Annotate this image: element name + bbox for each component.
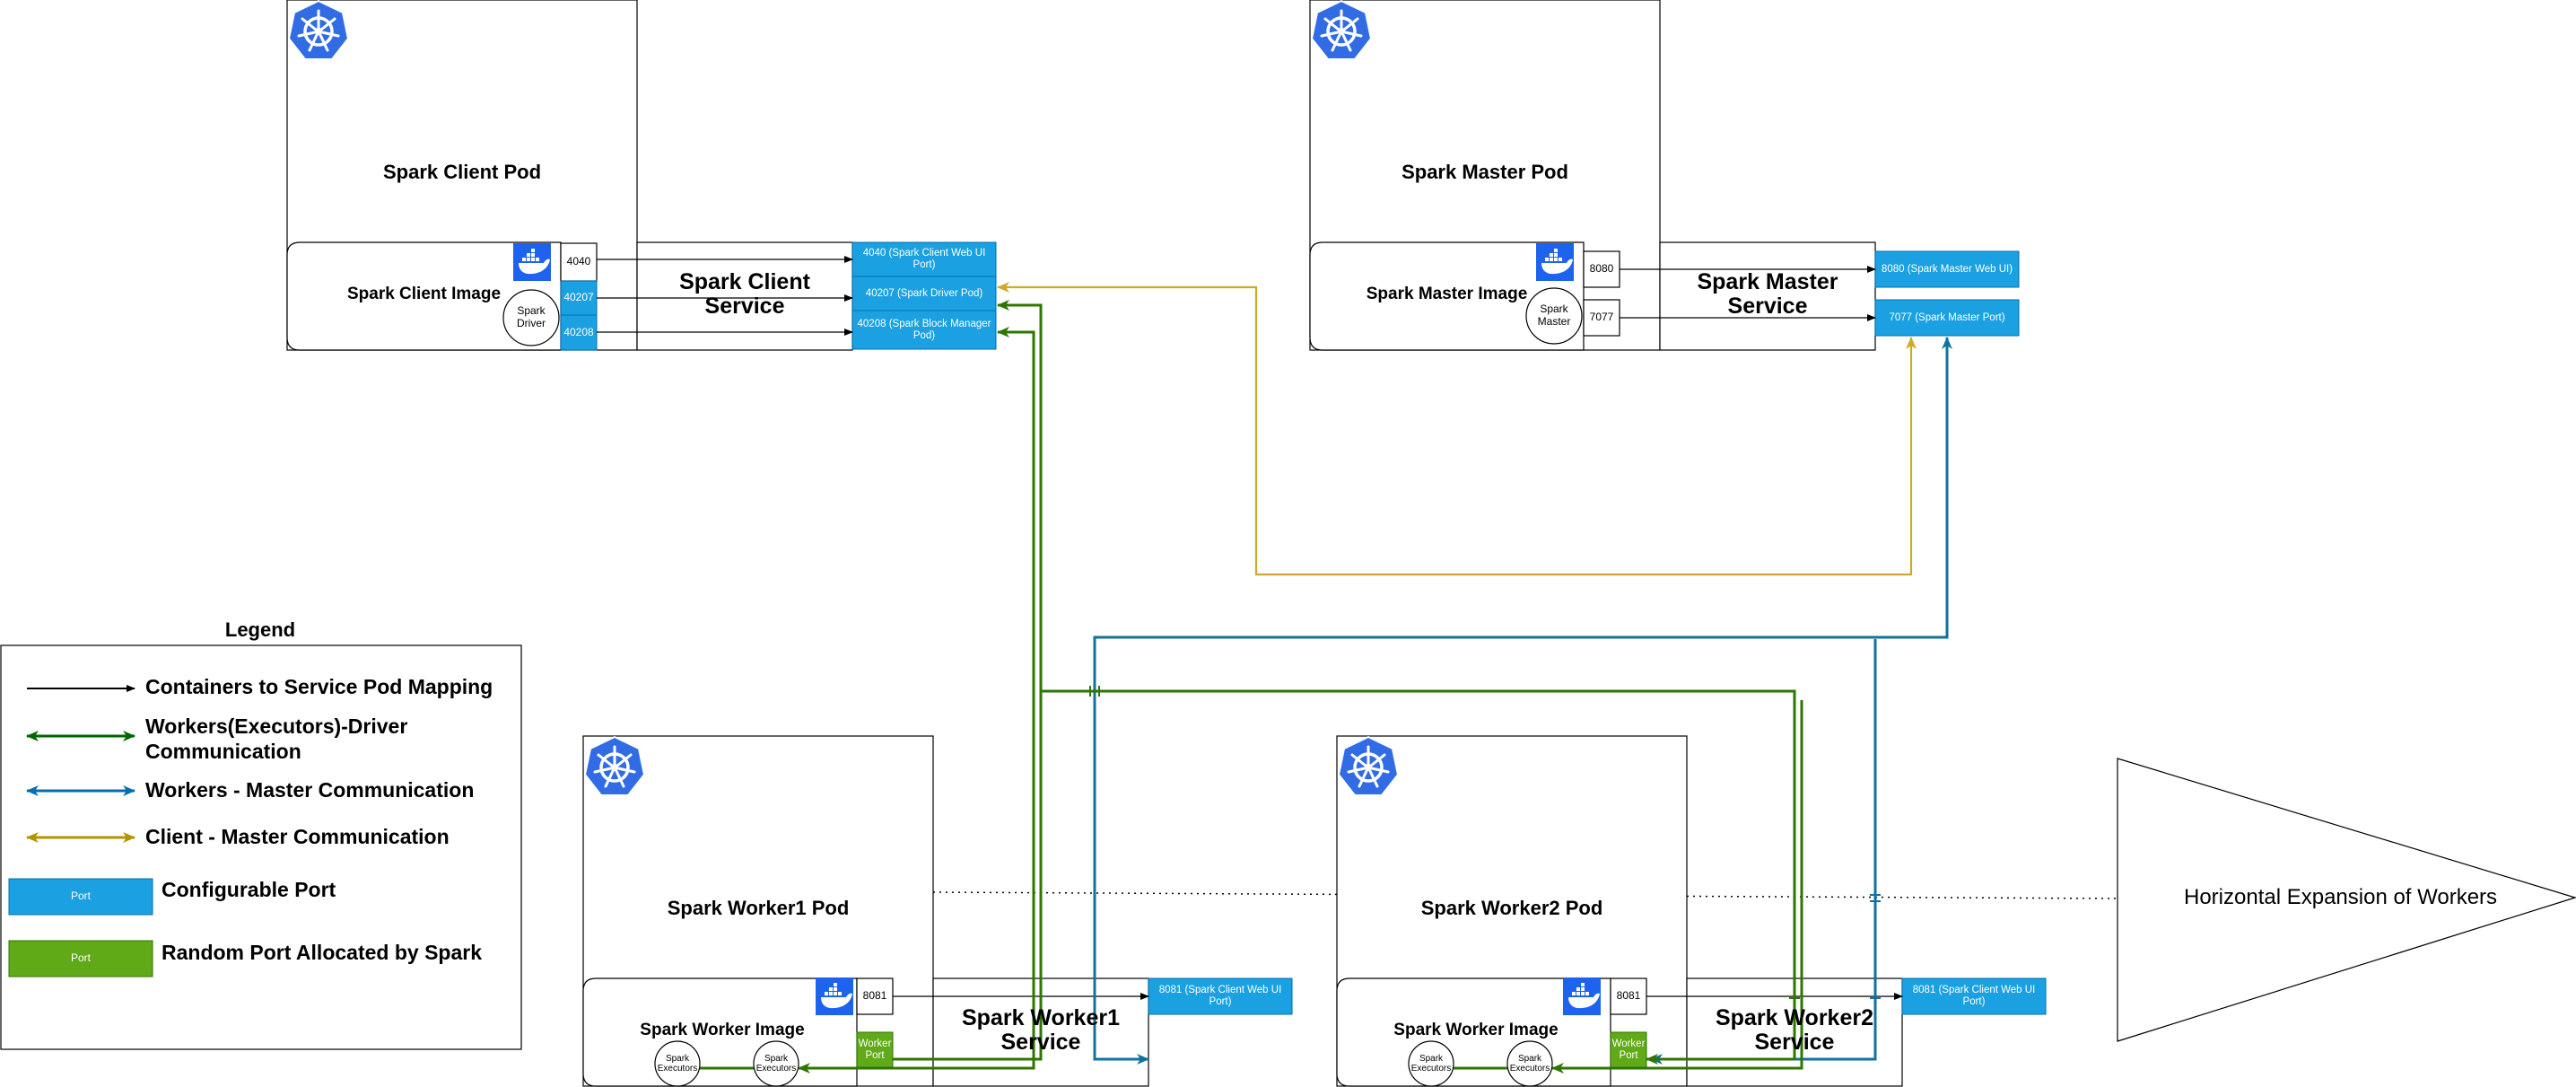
worker2-port-8081: 8081 [1616, 989, 1641, 1003]
master-svc-port-8080 [1874, 250, 2020, 288]
worker1-svc-port-8081-label: 8081 (Spark Client Web UI Port) [1158, 985, 1282, 1007]
expansion-triangle [2117, 758, 2576, 1042]
client-image-container [286, 241, 562, 351]
master-port-8080-box [1583, 250, 1620, 288]
spark-driver-label: Spark Driver [517, 304, 546, 329]
client-svc-port-40207 [851, 276, 997, 311]
worker1-service-title: Spark Worker1 Service [961, 1004, 1120, 1055]
master-service-title: Spark Master Service [1697, 268, 1838, 319]
master-svc-port-8080-label: 8080 (Spark Master Web UI) [1881, 263, 2013, 275]
legend-random-swatch [8, 940, 153, 977]
worker1-executor-label-1: Spark Executors [657, 1053, 698, 1074]
worker1-worker-port: Worker Port [858, 1039, 892, 1061]
client-port-40207: 40207 [563, 291, 594, 304]
worker2-pod-title: Spark Worker2 Pod [1420, 897, 1603, 920]
worker2-executor-label-1: Spark Executors [1410, 1053, 1452, 1074]
client-port-40208: 40208 [563, 325, 594, 338]
legend-group [0, 644, 522, 1050]
spark-master-label: Spark Master [1537, 302, 1571, 328]
worker2-worker-port: Worker Port [1611, 1039, 1646, 1061]
worker1-port-8081: 8081 [862, 989, 887, 1003]
master-image-label: Spark Master Image [1366, 285, 1528, 304]
client-port-4040: 4040 [566, 255, 591, 268]
client-svc-port-40207-label: 40207 (Spark Driver Pod) [865, 287, 983, 299]
expansion-label: Horizontal Expansion of Workers [2184, 885, 2498, 910]
master-pod-title: Spark Master Pod [1402, 161, 1568, 184]
master-svc-port-7077-label: 7077 (Spark Master Port) [1889, 311, 2005, 323]
client-port-4040-box [560, 242, 598, 282]
worker2-service-title: Spark Worker2 Service [1715, 1004, 1873, 1055]
client-svc-port-4040-label: 4040 (Spark Client Web UI Port) [862, 248, 986, 270]
client-svc-port-40208-label: 40208 (Spark Block Manager Pod) [857, 318, 991, 341]
master-port-7077: 7077 [1589, 311, 1614, 324]
worker1-executor-circle-1 [654, 1040, 701, 1087]
legend-configurable-swatch-label: Port [70, 890, 91, 903]
legend-title: Legend [224, 618, 296, 642]
worker2-driver-link [1041, 689, 1796, 1065]
worker2-executor-driver-link [1551, 700, 1803, 1074]
worker1-image-label: Spark Worker Image [640, 1021, 805, 1040]
client-port-40208-box [560, 314, 598, 351]
worker2-executor-label-2: Spark Executors [1509, 1053, 1550, 1074]
legend-item-driver: Workers(Executors)-Driver Communication [145, 714, 408, 763]
worker2-image-label: Spark Worker Image [1393, 1021, 1559, 1040]
legend-random-swatch-label: Port [70, 951, 91, 965]
legend-item-client: Client - Master Communication [145, 825, 450, 849]
legend-box [0, 644, 522, 1050]
client-service-title: Spark Client Service [679, 268, 810, 319]
worker1-executor-label-2: Spark Executors [755, 1053, 797, 1074]
worker2-svc-port-8081-label: 8081 (Spark Client Web UI Port) [1912, 985, 2036, 1007]
legend-item-master: Workers - Master Communication [145, 778, 475, 802]
master-port-8080: 8080 [1589, 262, 1614, 276]
legend-random-label: Random Port Allocated by Spark [162, 941, 482, 965]
client-image-label: Spark Client Image [346, 285, 502, 304]
spark-driver-circle [502, 289, 560, 346]
worker1-master-link [1093, 337, 1952, 1065]
legend-configurable-label: Configurable Port [162, 878, 336, 902]
client-pod-title: Spark Client Pod [382, 161, 542, 184]
legend-configurable-swatch [8, 878, 153, 916]
worker1-pod-title: Spark Worker1 Pod [667, 897, 850, 920]
legend-item-mapping: Containers to Service Pod Mapping [145, 675, 493, 699]
worker1-driver-link-b [798, 327, 1035, 1074]
